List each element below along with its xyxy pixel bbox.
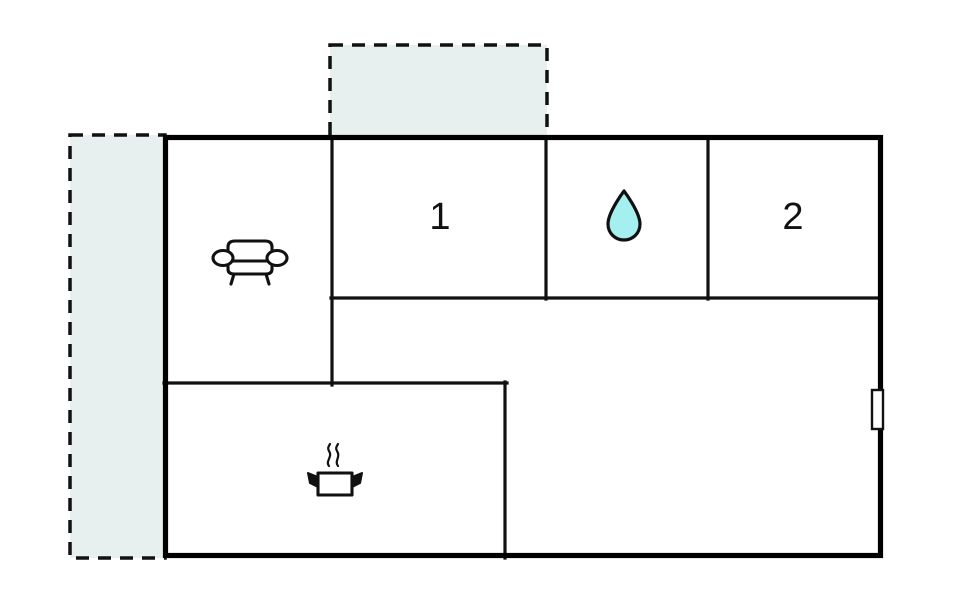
building-outline bbox=[162, 134, 884, 559]
pot-body bbox=[316, 471, 354, 497]
cooking-pot-icon bbox=[307, 442, 363, 497]
pot-steam-right bbox=[335, 442, 340, 468]
outdoor-areas-group bbox=[68, 43, 549, 560]
left-terrace bbox=[68, 133, 167, 560]
exterior-walls-group bbox=[162, 134, 884, 559]
sofa-leg-right bbox=[264, 272, 271, 286]
sofa-armrest-right bbox=[265, 248, 289, 268]
pot-handle-right bbox=[351, 472, 363, 488]
room-fills-group bbox=[165, 137, 881, 556]
interior-walls-group bbox=[162, 135, 883, 560]
pot-steam-left bbox=[326, 442, 332, 468]
pot-handle-left bbox=[307, 472, 319, 488]
sofa-leg-left bbox=[229, 272, 236, 286]
sofa-body bbox=[226, 239, 274, 276]
openings-group bbox=[870, 388, 885, 431]
building-interior-fill bbox=[165, 137, 881, 556]
water-drop-shape bbox=[606, 189, 642, 242]
window-right-wall bbox=[870, 388, 885, 431]
room-label-bedroom-2: 2 bbox=[782, 196, 803, 238]
top-balcony bbox=[328, 43, 549, 139]
sofa-icon bbox=[211, 239, 289, 286]
water-drop-icon bbox=[606, 189, 642, 242]
sofa-armrest-left bbox=[211, 248, 235, 268]
room-label-bedroom-1: 1 bbox=[429, 196, 450, 238]
